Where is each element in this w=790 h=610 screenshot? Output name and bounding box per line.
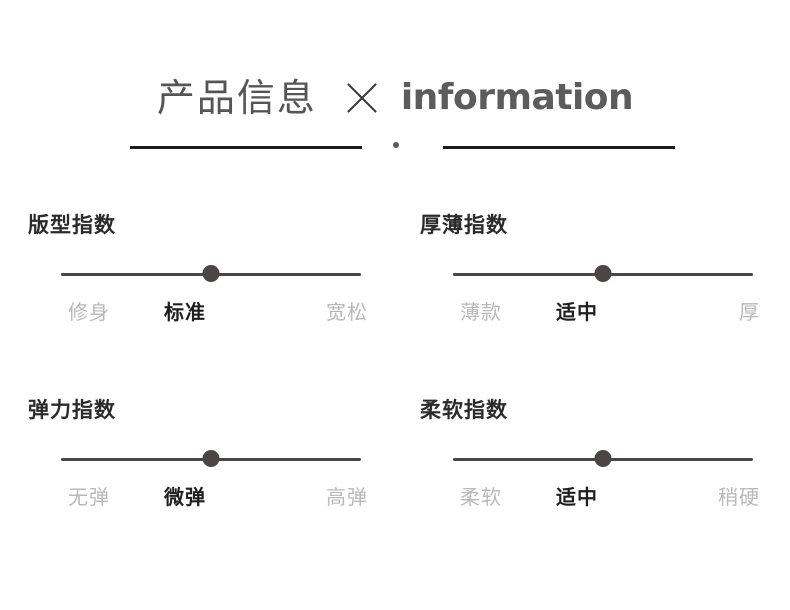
- page-header: 产品信息 information: [0, 70, 790, 160]
- slider-title: 柔软指数: [420, 398, 508, 422]
- slider-title: 弹力指数: [28, 398, 116, 422]
- slider-group-softness: 柔软指数 柔软 适中 稍硬: [420, 400, 760, 519]
- slider-title: 厚薄指数: [420, 213, 508, 237]
- header-title-row: 产品信息 information: [0, 70, 790, 126]
- slider-thumb[interactable]: [202, 450, 220, 467]
- header-rule-right: [443, 146, 675, 149]
- slider-label-current: 适中: [556, 485, 598, 509]
- slider-group-elasticity: 弹力指数 无弹 微弹 高弹: [28, 400, 368, 519]
- slider-label-row: 修身 标准 宽松: [28, 300, 368, 334]
- slider-label-min: 无弹: [68, 485, 110, 509]
- slider-label-min: 修身: [68, 300, 110, 324]
- slider-title: 版型指数: [28, 213, 116, 237]
- slider-elasticity[interactable]: [61, 449, 361, 469]
- slider-label-row: 薄款 适中 厚: [420, 300, 760, 334]
- slider-group-thickness: 厚薄指数 薄款 适中 厚: [420, 215, 760, 334]
- page-title-cn: 产品信息: [156, 76, 317, 120]
- slider-thumb[interactable]: [594, 265, 612, 282]
- slider-label-current: 微弹: [164, 485, 206, 509]
- page-title-en: information: [400, 77, 634, 118]
- slider-label-max: 稍硬: [718, 485, 760, 509]
- slider-thickness[interactable]: [453, 264, 753, 284]
- slider-thumb[interactable]: [202, 265, 220, 282]
- slider-thumb[interactable]: [594, 450, 612, 467]
- slider-label-max: 高弹: [326, 485, 368, 509]
- slider-label-max: 厚: [739, 300, 760, 324]
- header-rule-left: [130, 146, 362, 149]
- slider-label-min: 柔软: [460, 485, 502, 509]
- header-dot-icon: [393, 142, 399, 148]
- slider-group-fit: 版型指数 修身 标准 宽松: [28, 215, 368, 334]
- slider-label-current: 适中: [556, 300, 598, 324]
- slider-label-row: 无弹 微弹 高弹: [28, 485, 368, 519]
- slider-label-max: 宽松: [326, 300, 368, 324]
- slider-label-row: 柔软 适中 稍硬: [420, 485, 760, 519]
- cross-icon: [339, 75, 385, 121]
- slider-label-min: 薄款: [460, 300, 502, 324]
- slider-fit[interactable]: [61, 264, 361, 284]
- slider-softness[interactable]: [453, 449, 753, 469]
- slider-label-current: 标准: [164, 300, 206, 324]
